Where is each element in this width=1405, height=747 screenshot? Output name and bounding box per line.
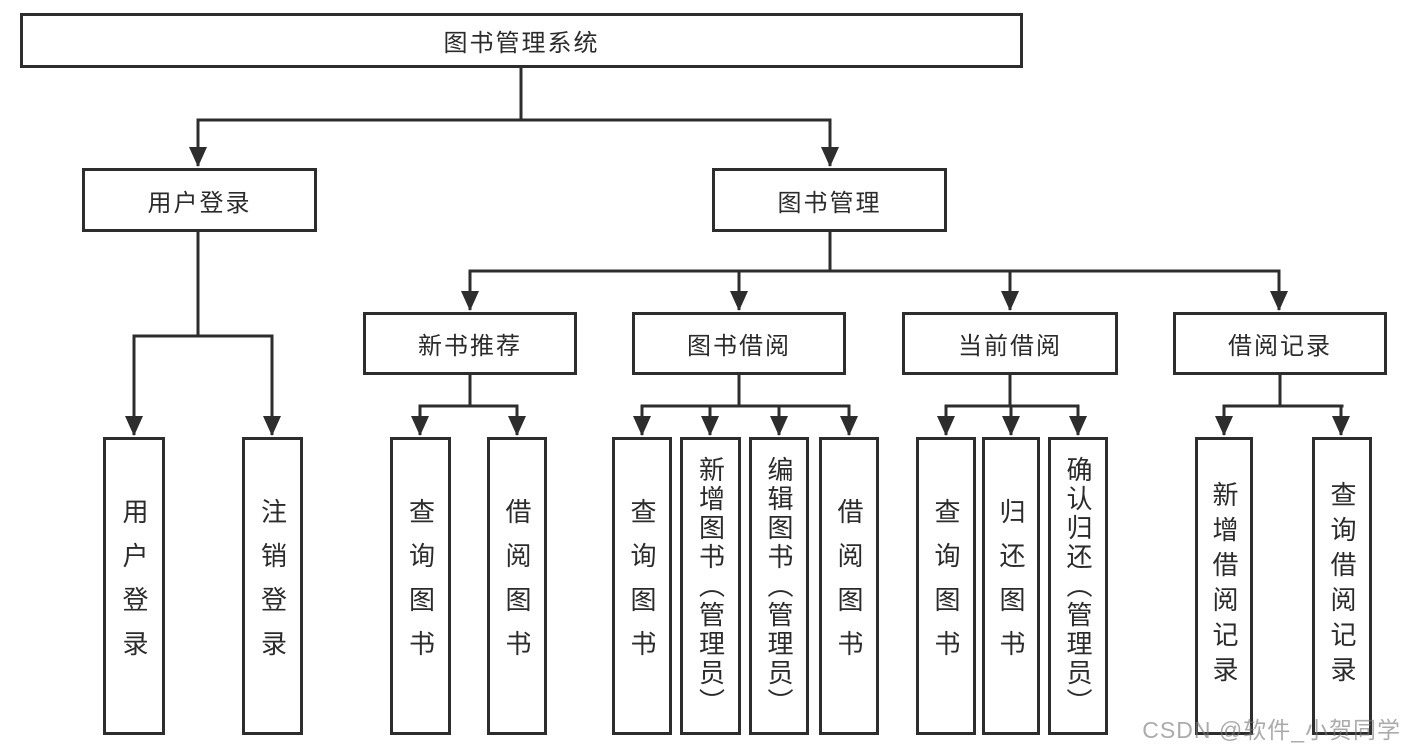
- leaf-return-book: 归还图书: [982, 437, 1040, 735]
- leaf-edit-book-admin: 编辑图书（管理员）: [749, 437, 809, 735]
- node-user-login: 用户登录: [82, 168, 317, 232]
- node-new-book-recommend: 新书推荐: [363, 312, 577, 375]
- node-borrowing-records: 借阅记录: [1173, 312, 1387, 375]
- node-root: 图书管理系统: [20, 13, 1023, 68]
- leaf-add-borrow-record: 新增借阅记录: [1195, 437, 1253, 735]
- leaf-query-books-borrow: 查询图书: [612, 437, 672, 735]
- leaf-add-book-admin: 新增图书（管理员）: [680, 437, 741, 735]
- leaf-borrow-books-recommend: 借阅图书: [487, 437, 547, 735]
- leaf-query-borrow-record: 查询借阅记录: [1312, 437, 1372, 735]
- leaf-borrow-books: 借阅图书: [819, 437, 879, 735]
- leaf-confirm-return-admin: 确认归还（管理员）: [1048, 437, 1108, 735]
- leaf-query-books-current: 查询图书: [916, 437, 976, 735]
- node-book-borrowing: 图书借阅: [632, 312, 846, 375]
- node-current-borrowing: 当前借阅: [902, 312, 1118, 375]
- leaf-logout: 注销登录: [242, 437, 303, 735]
- node-book-management: 图书管理: [712, 168, 947, 232]
- watermark: CSDN @软件_小贺同学: [1142, 717, 1401, 743]
- leaf-user-login: 用户登录: [103, 437, 165, 735]
- leaf-query-books-recommend: 查询图书: [390, 437, 451, 735]
